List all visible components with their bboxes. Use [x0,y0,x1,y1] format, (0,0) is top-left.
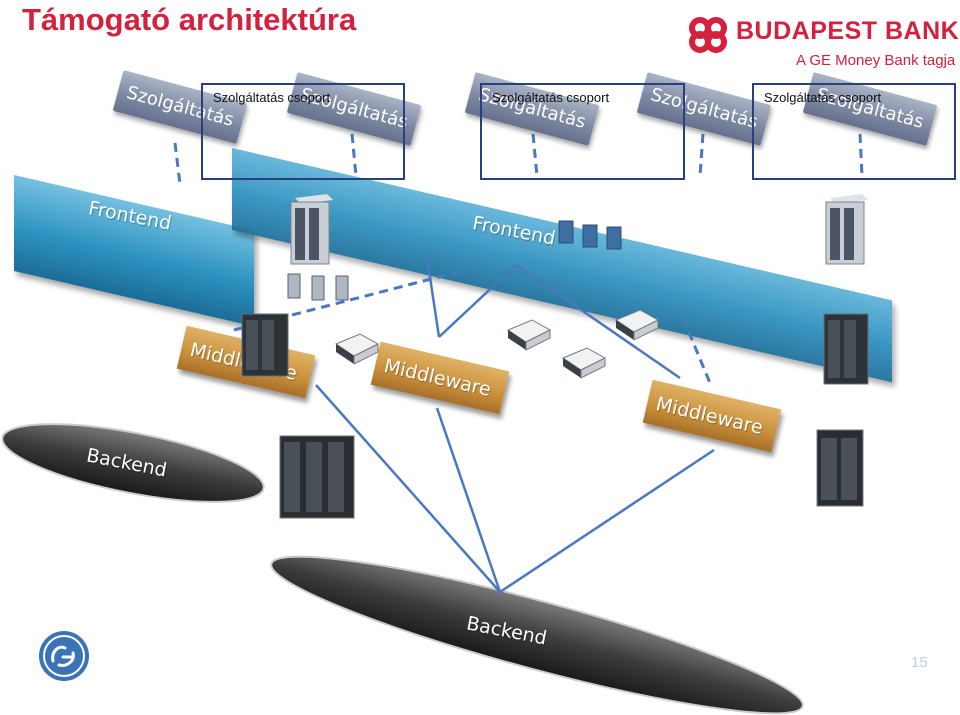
dashed-connector [350,133,358,177]
service-group-label: Szolgáltatás csoport [492,90,610,105]
rack-unit-icon [334,333,380,365]
service-group-label: Szolgáltatás csoport [764,90,882,105]
budapest-bank-knot-icon [689,17,727,53]
server-rack-icon [290,194,333,265]
server-rack-icon [825,194,868,265]
server-rack-dark-icon [279,435,355,519]
rack-unit-icon [614,309,660,341]
backend-shape-left [1,423,265,503]
server-rack-dark-icon [241,313,289,377]
server-rack-dark-icon [816,429,864,507]
solid-connector [435,407,502,593]
bank-tagline: A GE Money Bank tagja [796,52,956,69]
dashed-connector [698,133,705,177]
small-server-icon [287,273,349,301]
service-group-1: Szolgáltatás csoport [201,83,405,180]
solid-connector [315,384,501,593]
service-group-2: Szolgáltatás csoport [480,83,685,180]
dashed-connector [681,317,712,384]
rack-unit-icon [561,347,607,379]
service-group-3: Szolgáltatás csoport [752,83,956,180]
service-group-label: Szolgáltatás csoport [213,90,331,105]
ge-monogram-icon [39,631,89,681]
page-number: 15 [911,654,928,671]
solid-connector [499,448,715,594]
bank-name: BUDAPEST BANK [736,17,960,45]
solid-connector [438,264,517,338]
small-server-icon [558,220,622,250]
page-title: Támogató architektúra [22,2,357,37]
dashed-connector [858,133,864,177]
rack-unit-icon [506,319,552,351]
solid-connector [515,263,681,380]
backend-shape-right [270,555,804,715]
dashed-connector [531,133,539,177]
dashed-connector [173,142,182,185]
server-rack-dark-icon [823,313,869,385]
solid-connector [425,256,441,338]
